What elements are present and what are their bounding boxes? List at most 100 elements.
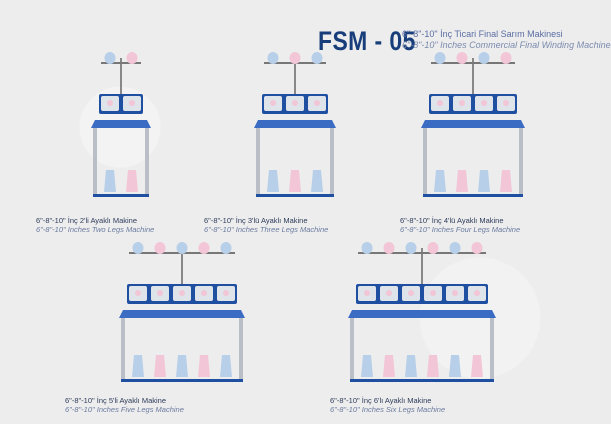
- top-cone: [500, 52, 512, 64]
- left-leg: [350, 318, 354, 381]
- left-leg: [256, 128, 260, 196]
- top-cone: [478, 52, 490, 64]
- model-title: FSM - 05: [318, 26, 416, 56]
- machine-table: [91, 120, 151, 128]
- caption-two-legs: 6"-8"-10" İnç 2'li Ayaklı Makine 6"-8"-1…: [36, 216, 154, 234]
- caption-english: 6"-8"-10" Inches Six Legs Machine: [330, 405, 446, 414]
- caption-turkish: 6"-8"-10" İnç 6'lı Ayaklı Makine: [330, 396, 432, 405]
- top-cone: [176, 242, 188, 254]
- rack-pole: [181, 248, 183, 288]
- supply-cone: [427, 355, 439, 377]
- supply-cone: [126, 170, 138, 192]
- caption-three-legs: 6"-8"-10" İnç 3'lü Ayaklı Makine 6"-8"-1…: [204, 216, 328, 234]
- rack-pole: [472, 58, 474, 98]
- caption-english: 6"-8"-10" Inches Five Legs Machine: [65, 405, 184, 414]
- caption-turkish: 6"-8"-10" İnç 2'li Ayaklı Makine: [36, 216, 137, 225]
- machine-five-legs: [119, 242, 245, 382]
- wound-bobbin: [459, 100, 465, 106]
- supply-cone: [198, 355, 210, 377]
- supply-cone: [104, 170, 116, 192]
- caption-turkish: 6"-8"-10" İnç 3'lü Ayaklı Makine: [204, 216, 308, 225]
- base-bar: [350, 379, 494, 382]
- base-bar: [93, 194, 149, 197]
- wound-bobbin: [386, 290, 392, 296]
- machine-table: [421, 120, 525, 128]
- left-leg: [121, 318, 125, 381]
- machine-three-legs: [254, 52, 336, 197]
- wound-bobbin: [430, 290, 436, 296]
- base-bar: [423, 194, 523, 197]
- machine-table: [254, 120, 336, 128]
- rack-bar: [431, 62, 515, 64]
- wound-bobbin: [107, 100, 113, 106]
- caption-english: 6"-8"-10" Inches Four Legs Machine: [400, 225, 521, 234]
- wound-bobbin: [270, 100, 276, 106]
- right-leg: [145, 128, 149, 196]
- wound-bobbin: [157, 290, 163, 296]
- rack-pole: [120, 58, 122, 98]
- rack-bar: [101, 62, 141, 64]
- caption-turkish: 6"-8"-10" İnç 5'li Ayaklı Makine: [65, 396, 166, 405]
- base-bar: [121, 379, 243, 382]
- supply-cone: [471, 355, 483, 377]
- title-english: 6"-8"-10" Inches Commercial Final Windin…: [402, 40, 611, 50]
- top-cone: [456, 52, 468, 64]
- top-cone: [267, 52, 279, 64]
- wound-bobbin: [135, 290, 141, 296]
- wound-bobbin: [481, 100, 487, 106]
- right-leg: [239, 318, 243, 381]
- supply-cone: [478, 170, 490, 192]
- title-turkish: 6"-8"-10" İnç Ticari Final Sarım Makines…: [402, 29, 563, 39]
- top-cone: [449, 242, 461, 254]
- top-cone: [220, 242, 232, 254]
- top-cone: [311, 52, 323, 64]
- supply-cone: [500, 170, 512, 192]
- supply-cone: [456, 170, 468, 192]
- wound-bobbin: [179, 290, 185, 296]
- supply-cone: [220, 355, 232, 377]
- top-cone: [132, 242, 144, 254]
- machine-six-legs: [348, 242, 496, 382]
- supply-cone: [311, 170, 323, 192]
- caption-five-legs: 6"-8"-10" İnç 5'li Ayaklı Makine 6"-8"-1…: [65, 396, 184, 414]
- left-leg: [93, 128, 97, 196]
- caption-four-legs: 6"-8"-10" İnç 4'lü Ayaklı Makine 6"-8"-1…: [400, 216, 520, 234]
- caption-six-legs: 6"-8"-10" İnç 6'lı Ayaklı Makine 6"-8"-1…: [330, 396, 445, 414]
- right-leg: [519, 128, 523, 196]
- wound-bobbin: [408, 290, 414, 296]
- top-cone: [126, 52, 138, 64]
- supply-cone: [267, 170, 279, 192]
- wound-bobbin: [201, 290, 207, 296]
- caption-english: 6"-8"-10" Inches Two Legs Machine: [36, 225, 155, 234]
- wound-bobbin: [474, 290, 480, 296]
- top-cone: [434, 52, 446, 64]
- top-cone: [383, 242, 395, 254]
- machine-two-legs: [91, 52, 151, 197]
- wound-bobbin: [364, 290, 370, 296]
- top-cone: [104, 52, 116, 64]
- top-cone: [198, 242, 210, 254]
- rack-pole: [421, 248, 423, 288]
- left-leg: [423, 128, 427, 196]
- wound-bobbin: [129, 100, 135, 106]
- wound-bobbin: [223, 290, 229, 296]
- machine-table: [119, 310, 245, 318]
- supply-cone: [405, 355, 417, 377]
- right-leg: [330, 128, 334, 196]
- supply-cone: [383, 355, 395, 377]
- top-cone: [427, 242, 439, 254]
- base-bar: [256, 194, 334, 197]
- wound-bobbin: [503, 100, 509, 106]
- supply-cone: [434, 170, 446, 192]
- supply-cone: [449, 355, 461, 377]
- supply-cone: [289, 170, 301, 192]
- wound-bobbin: [452, 290, 458, 296]
- machine-table: [348, 310, 496, 318]
- wound-bobbin: [437, 100, 443, 106]
- top-cone: [471, 242, 483, 254]
- caption-turkish: 6"-8"-10" İnç 4'lü Ayaklı Makine: [400, 216, 504, 225]
- supply-cone: [132, 355, 144, 377]
- supply-cone: [176, 355, 188, 377]
- top-cone: [361, 242, 373, 254]
